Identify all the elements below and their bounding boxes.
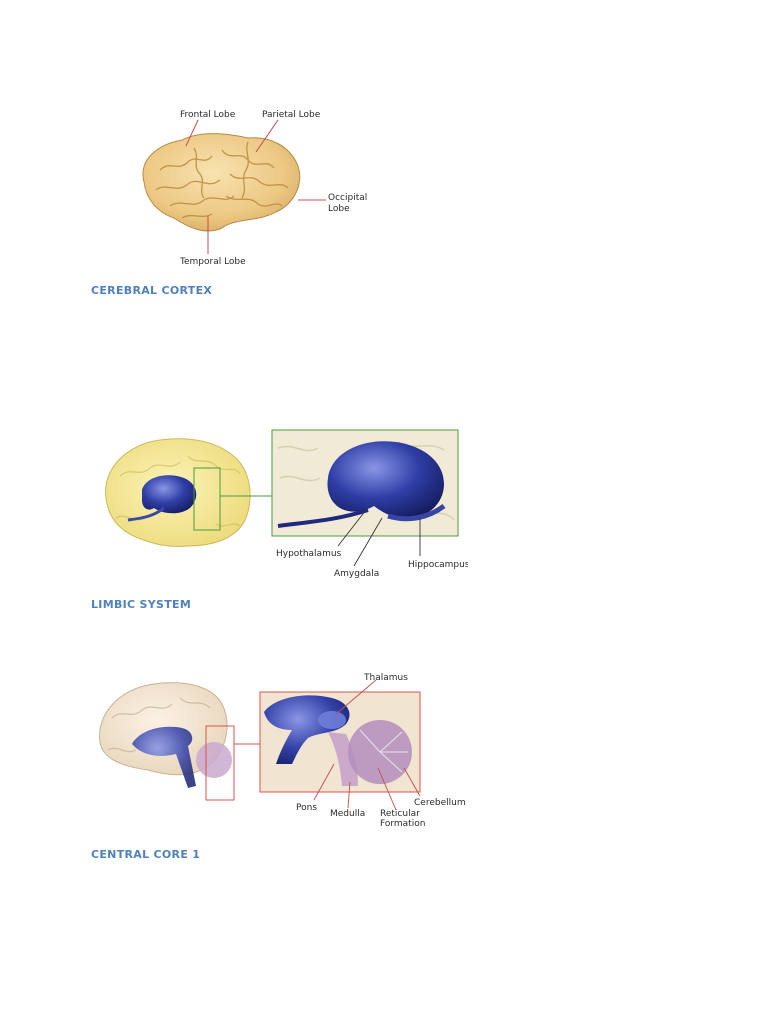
caption-central-core: CENTRAL CORE 1 xyxy=(91,848,201,861)
limbic-system-diagram: Hypothalamus Amygdala Hippocampus xyxy=(105,429,468,579)
limbic-system-figure: Hypothalamus Amygdala Hippocampus xyxy=(98,428,468,584)
hippocampus-shape xyxy=(387,503,446,522)
label-medulla: Medulla xyxy=(330,809,365,819)
cortex-brain-shape xyxy=(142,133,301,232)
core-leader-lines xyxy=(313,679,421,811)
cerebellum-texture xyxy=(359,729,408,773)
caption-cerebral-cortex: CEREBRAL CORTEX xyxy=(91,284,213,297)
limbic-brain-gyri xyxy=(115,455,241,527)
cortex-gyri xyxy=(155,141,289,219)
label-occipital-lobe-1: Occipital xyxy=(328,193,367,203)
label-pons: Pons xyxy=(296,803,317,813)
label-thalamus: Thalamus xyxy=(363,673,408,683)
core-small-stem xyxy=(132,726,196,788)
thalamus-shape xyxy=(318,711,346,729)
cerebral-cortex-diagram: Frontal Lobe Parietal Lobe Occipital Lob… xyxy=(142,110,367,267)
label-temporal-lobe: Temporal Lobe xyxy=(179,257,246,267)
label-hippocampus: Hippocampus xyxy=(408,560,468,570)
caption-limbic-system: LIMBIC SYSTEM xyxy=(91,598,192,611)
label-reticular-formation-1: Reticular xyxy=(380,809,420,819)
central-core-diagram: Thalamus Pons Medulla Reticular Formatio… xyxy=(99,673,466,829)
core-small-cerebellum xyxy=(196,742,232,778)
cortex-leader-lines xyxy=(185,119,326,254)
central-core-figure: Thalamus Pons Medulla Reticular Formatio… xyxy=(96,668,476,834)
limbic-large-tail xyxy=(277,508,369,528)
limbic-small-blob xyxy=(142,475,197,514)
label-amygdala: Amygdala xyxy=(334,569,379,579)
cerebral-cortex-figure: Frontal Lobe Parietal Lobe Occipital Lob… xyxy=(130,100,390,272)
label-occipital-lobe-2: Lobe xyxy=(328,204,350,214)
label-hypothalamus: Hypothalamus xyxy=(276,549,342,559)
label-frontal-lobe: Frontal Lobe xyxy=(180,110,236,120)
limbic-small-tail xyxy=(127,506,165,522)
label-reticular-formation-2: Formation xyxy=(380,819,425,829)
limbic-leader-lines xyxy=(337,509,421,567)
label-parietal-lobe: Parietal Lobe xyxy=(262,110,321,120)
limbic-large-blob xyxy=(327,441,444,519)
label-cerebellum: Cerebellum xyxy=(414,798,466,808)
core-brain-gyri xyxy=(107,697,211,753)
